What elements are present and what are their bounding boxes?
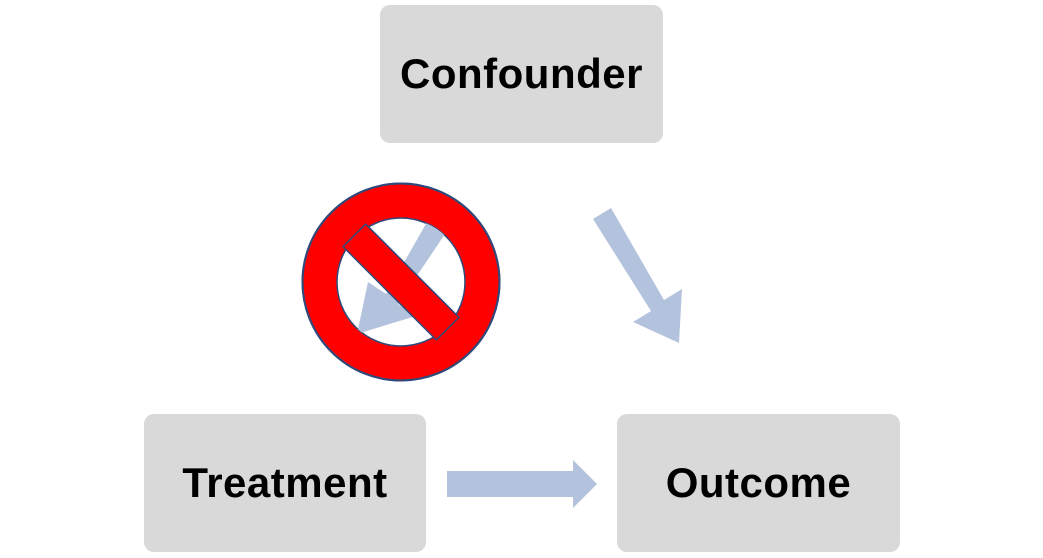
arrow-confounder-to-outcome [593,208,682,343]
prohibition-icon [301,182,501,382]
outcome-node: Outcome [617,414,900,552]
arrow-confounder-to-treatment [357,222,445,334]
confounder-node: Confounder [380,5,663,143]
confounder-label: Confounder [400,50,643,97]
treatment-node: Treatment [144,414,426,552]
arrow-treatment-to-outcome [447,460,597,508]
treatment-label: Treatment [182,459,388,506]
outcome-label: Outcome [665,459,852,506]
